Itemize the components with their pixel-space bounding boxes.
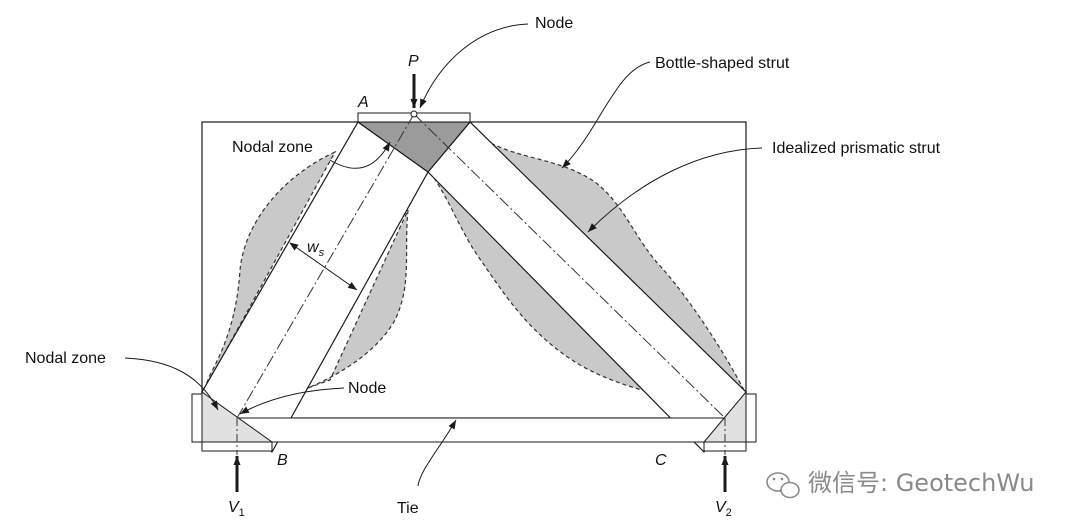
leader-node-top bbox=[419, 23, 529, 109]
bearing-plate-left bbox=[191, 393, 203, 443]
bottle-bulge-left-inner bbox=[307, 209, 409, 389]
leader-tie bbox=[417, 419, 457, 487]
leader-nodal-zone-top bbox=[329, 141, 391, 169]
reaction-right-main: V bbox=[715, 499, 727, 516]
label-node-bottom: Node bbox=[348, 380, 386, 397]
label-point-b: B bbox=[277, 452, 288, 469]
label-reaction-right: V2 bbox=[715, 499, 732, 519]
right-strut-centerline bbox=[413, 113, 726, 419]
bearing-plate-right bbox=[745, 393, 757, 443]
reaction-left-main: V bbox=[228, 499, 240, 516]
reaction-right-sub: 2 bbox=[726, 507, 732, 519]
leader-nodal-zone-left bbox=[124, 357, 219, 411]
strut-width-dimension bbox=[289, 242, 358, 291]
leader-idealized-strut bbox=[587, 147, 763, 233]
tie-band bbox=[201, 417, 747, 443]
right-prismatic-strut bbox=[427, 121, 747, 453]
label-point-a: A bbox=[357, 94, 369, 111]
label-reaction-left: V1 bbox=[228, 499, 245, 519]
label-nodal-zone-top: Nodal zone bbox=[232, 139, 313, 156]
wechat-icon bbox=[766, 472, 800, 499]
label-node-top: Node bbox=[535, 15, 573, 32]
watermark-text: 微信号: GeotechWu bbox=[808, 469, 1034, 497]
reaction-left-sub: 1 bbox=[239, 507, 245, 519]
label-load-p: P bbox=[408, 53, 419, 70]
label-tie: Tie bbox=[397, 500, 419, 517]
node-top-marker bbox=[410, 110, 418, 118]
label-strut-width: ws bbox=[307, 239, 325, 259]
label-idealized-strut: Idealized prismatic strut bbox=[772, 140, 941, 157]
label-point-c: C bbox=[655, 452, 667, 469]
label-bottle-strut: Bottle-shaped strut bbox=[655, 55, 790, 72]
leader-bottle-strut bbox=[561, 61, 651, 169]
leader-node-bottom bbox=[239, 387, 345, 415]
label-nodal-zone-left: Nodal zone bbox=[25, 350, 106, 367]
strut-width-main: w bbox=[307, 239, 320, 256]
strut-width-sub: s bbox=[319, 247, 325, 259]
